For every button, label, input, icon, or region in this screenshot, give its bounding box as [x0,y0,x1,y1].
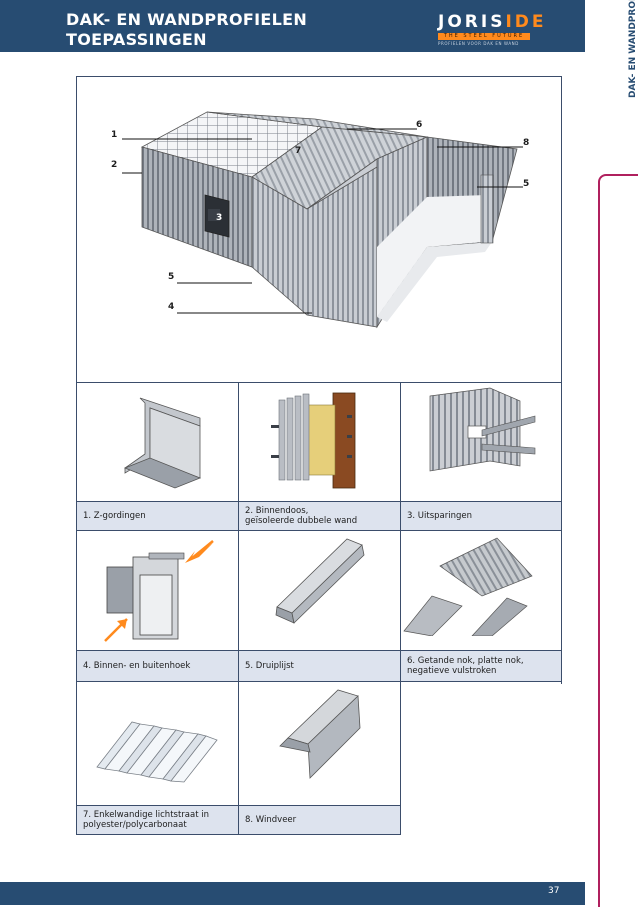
callout-5a: 5 [168,272,175,282]
brand-logo: JORISIDE THE STEEL FUTURE PROFIELEN VOOR… [438,12,552,46]
drip-edge-image [275,538,365,624]
caption-6: 6. Getande nok, platte nok, negatieve vu… [400,650,562,682]
caption-3: 3. Uitsparingen [400,501,562,531]
logo-subline: PROFIELEN VOOR DAK EN WAND [438,41,519,46]
building-illustration-frame: 1 2 3 4 5 5 6 7 8 [76,76,562,383]
callout-4: 4 [168,302,175,312]
header-title: DAK- EN WANDPROFIELEN [66,10,308,29]
grid-divider-v1 [238,383,239,835]
corner-profile-image [104,540,214,642]
caption-7: 7. Enkelwandige lichtstraat in polyester… [76,805,239,835]
grid-divider-v2 [400,383,401,835]
callout-3: 3 [216,213,223,223]
callout-8: 8 [523,138,530,148]
page-number: 37 [548,886,560,896]
z-purlin-image [123,397,202,489]
caption-4: 4. Binnen- en buitenhoek [76,650,239,682]
logo-tagline: THE STEEL FUTURE [438,33,530,40]
callout-2: 2 [111,160,118,170]
insulated-wall-image [271,392,356,489]
caption-1: 1. Z-gordingen [76,501,239,531]
logo-wordmark: JORISIDE [438,12,547,32]
callout-5b: 5 [523,179,530,189]
wall-opening-image [429,387,536,472]
ridge-profile-image [403,537,533,636]
side-tab-label: DAK- EN WANDPROFIELEN [628,0,638,98]
caption-8: 8. Windveer [238,805,401,835]
empty-cell-cover [401,684,563,836]
page-footer: 37 [0,882,585,905]
wind-trim-image [279,689,361,779]
side-divider [597,0,598,905]
caption-2: 2. Binnendoos, geïsoleerde dubbele wand [238,501,401,531]
side-tab [598,174,638,907]
callout-6: 6 [416,120,423,130]
building-illustration [122,111,523,329]
callout-7: 7 [295,146,302,156]
page-header: DAK- EN WANDPROFIELEN TOEPASSINGEN JORIS… [0,0,585,52]
translucent-panel-image [96,721,218,783]
caption-5: 5. Druiplijst [238,650,401,682]
header-subtitle: TOEPASSINGEN [66,30,207,49]
callout-1: 1 [111,130,118,140]
